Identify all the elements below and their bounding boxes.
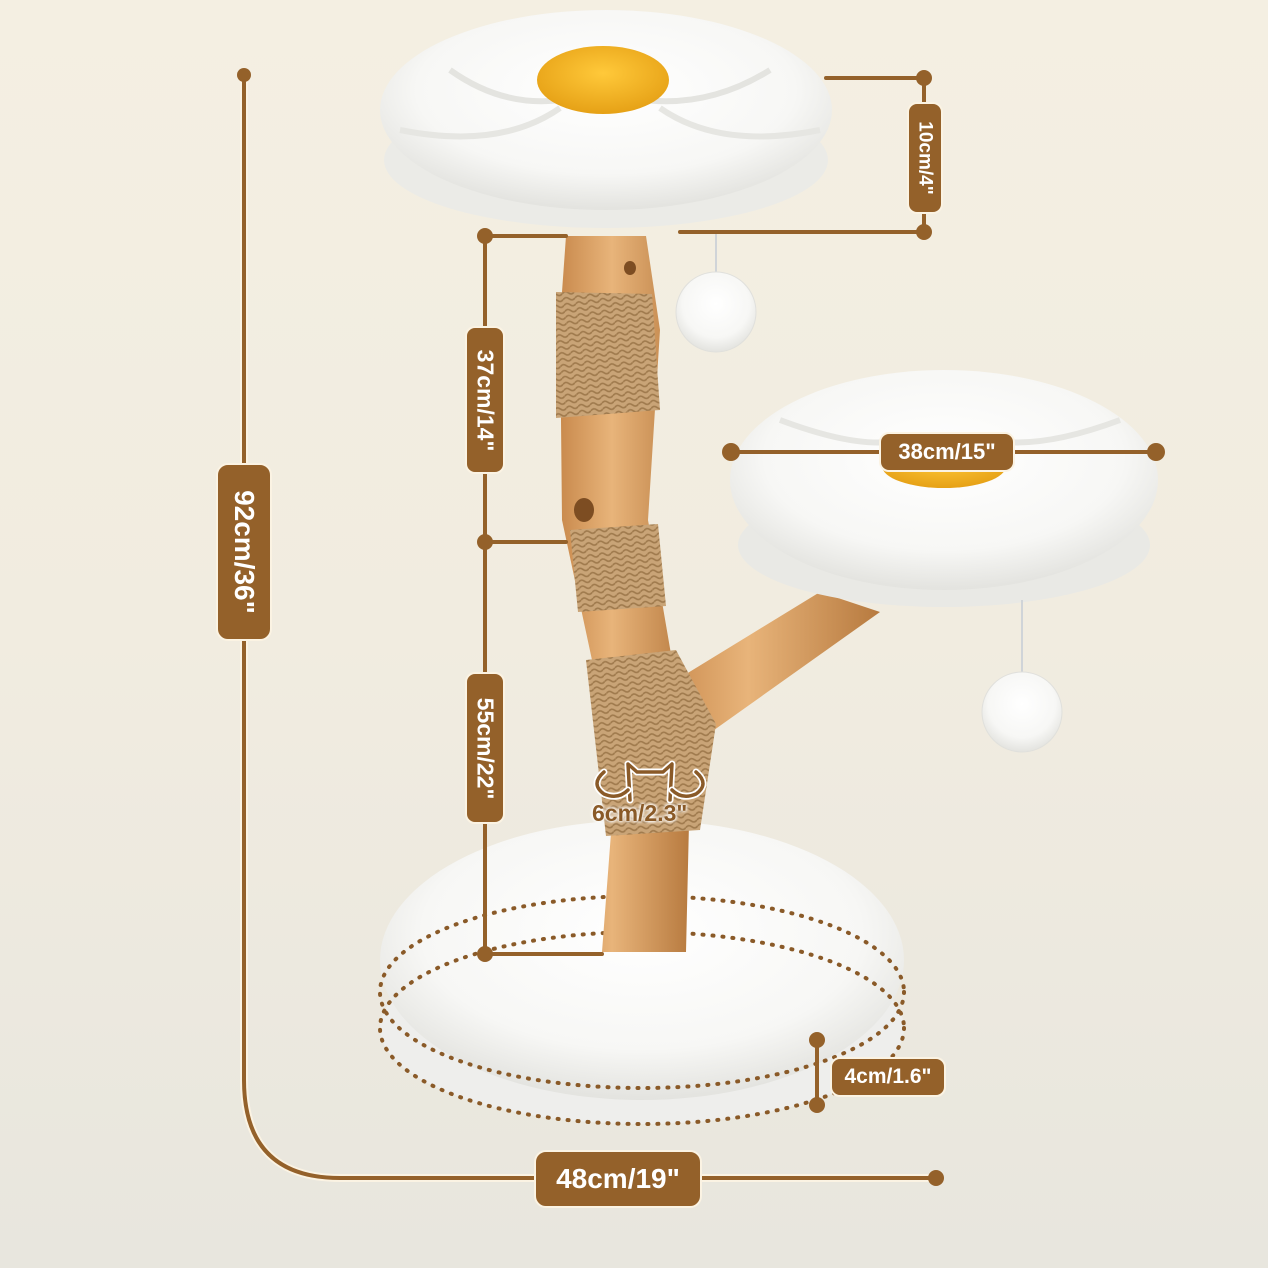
sisal-rope-wrap-middle — [570, 524, 666, 612]
upper-trunk-height-label: 37cm/14" — [472, 349, 499, 451]
top-bed-thickness-badge: 10cm/4" — [907, 102, 943, 214]
top-daisy-bed — [380, 10, 832, 228]
upper-trunk-height-badge: 37cm/14" — [465, 326, 505, 474]
top-bed-yellow-center — [537, 46, 669, 114]
base-thickness-badge: 4cm/1.6" — [830, 1057, 946, 1097]
base-thickness-label: 4cm/1.6" — [844, 1065, 932, 1088]
side-bed-diameter-badge: 38cm/15" — [879, 432, 1015, 472]
cat-hugging-icon — [593, 760, 707, 804]
side-bed-diameter-label: 38cm/15" — [898, 439, 996, 464]
hanging-pompom-top — [675, 271, 757, 353]
sisal-rope-wrap-top — [556, 292, 660, 418]
lower-trunk-height-badge: 55cm/22" — [465, 672, 505, 824]
top-bed-thickness-label: 10cm/4" — [915, 121, 937, 195]
total-height-label: 92cm/36" — [229, 490, 260, 614]
dimension-endpoints — [237, 68, 1165, 1186]
lower-trunk-height-label: 55cm/22" — [472, 697, 499, 799]
side-branch — [660, 592, 880, 740]
hanging-pompom-side — [981, 671, 1063, 753]
sisal-rope-wrap-bottom — [586, 650, 716, 836]
base-width-label: 48cm/19" — [556, 1163, 680, 1194]
trunk-diameter-label: 6cm/2.3" — [592, 800, 688, 826]
total-height-badge: 92cm/36" — [216, 463, 272, 641]
base-width-badge: 48cm/19" — [534, 1150, 702, 1208]
side-daisy-bed — [730, 370, 1158, 607]
